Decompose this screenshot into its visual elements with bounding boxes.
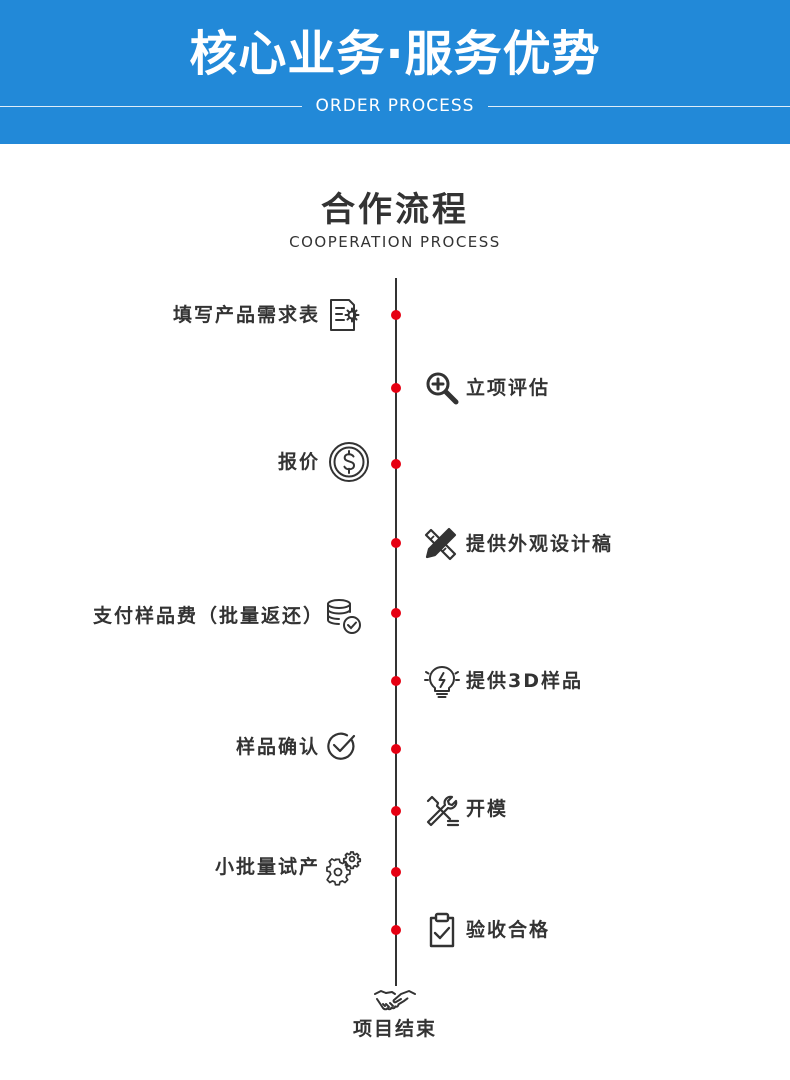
- timeline-dot: [391, 806, 401, 816]
- header-divider-right: [488, 106, 790, 107]
- step-label: 支付样品费（批量返还）: [92, 605, 324, 627]
- header-subtitle: ORDER PROCESS: [315, 96, 475, 116]
- handshake-icon: [373, 987, 417, 1015]
- page-header: 核心业务·服务优势 ORDER PROCESS: [0, 0, 790, 144]
- coins-check-icon: [326, 598, 362, 634]
- section-subtitle: COOPERATION PROCESS: [289, 233, 501, 251]
- dollar-coin-icon: [328, 441, 370, 483]
- header-subtitle-row: ORDER PROCESS: [0, 92, 790, 120]
- timeline-dot: [391, 310, 401, 320]
- step-label: 验收合格: [466, 919, 551, 941]
- timeline-dot: [391, 925, 401, 935]
- step-label: 样品确认: [235, 736, 320, 758]
- tools-icon: [424, 793, 460, 829]
- timeline-dot: [391, 608, 401, 618]
- header-divider-left: [0, 106, 302, 107]
- step-label: 提供外观设计稿: [466, 533, 614, 555]
- step-label: 开模: [466, 798, 509, 820]
- end-label: 项目结束: [352, 1018, 437, 1040]
- step-label: 提供3D样品: [466, 670, 583, 692]
- timeline-dot: [391, 676, 401, 686]
- timeline-dot: [391, 538, 401, 548]
- step-label: 小批量试产: [214, 856, 320, 878]
- timeline-dot: [391, 744, 401, 754]
- check-circle-icon: [326, 731, 356, 761]
- step-label: 报价: [277, 451, 320, 473]
- clipboard-check-icon: [424, 912, 460, 948]
- zoom-plus-icon: [424, 370, 460, 406]
- timeline-dot: [391, 459, 401, 469]
- lightbulb-icon: [424, 663, 460, 699]
- step-label: 填写产品需求表: [172, 304, 320, 326]
- timeline-axis: [395, 278, 397, 986]
- timeline-dot: [391, 867, 401, 877]
- timeline-dot: [391, 383, 401, 393]
- section-title: 合作流程: [321, 190, 469, 230]
- gears-icon: [326, 850, 362, 886]
- header-title: 核心业务·服务优势: [189, 26, 601, 82]
- form-settings-icon: [326, 297, 362, 333]
- pencil-ruler-icon: [422, 526, 458, 562]
- step-label: 立项评估: [466, 377, 551, 399]
